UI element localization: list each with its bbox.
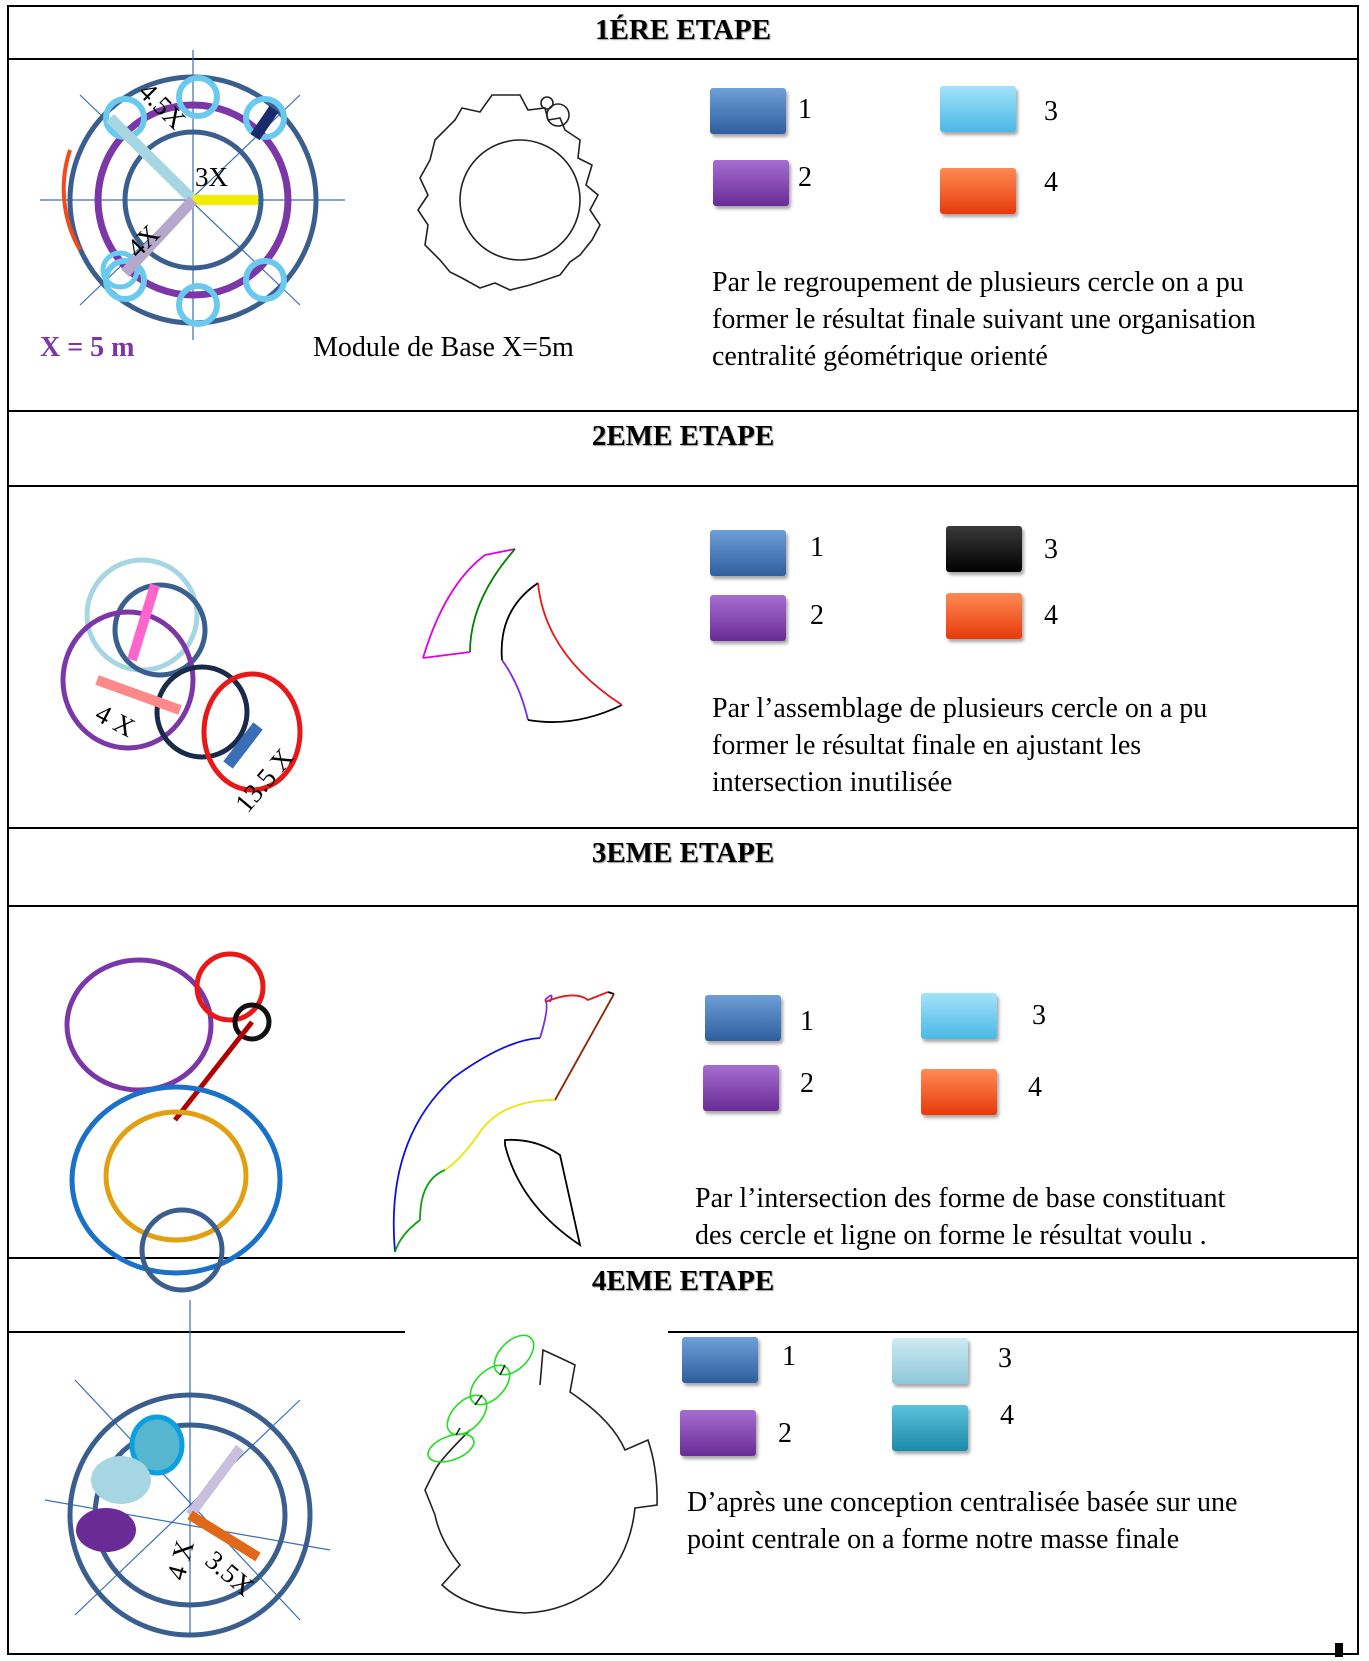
legend-swatch-3 [921,993,997,1039]
legend-num: 3 [1032,1000,1046,1031]
legend-swatch-3 [940,86,1016,132]
description-line: point centrale on a forme notre masse fi… [687,1524,1180,1555]
step-title: 3EME ETAPE [591,837,775,869]
legend-swatch-2 [680,1410,756,1456]
step3-description: Par l’intersection des forme de base con… [695,1180,1335,1254]
legend-num: 4 [1044,600,1058,631]
step4-description: D’après une conception centralisée basée… [687,1484,1337,1558]
description-line: Par l’assemblage de plusieurs cercle on … [712,693,1208,724]
step-title: 1ÉRE ETAPE [595,14,771,46]
legend-num: 1 [782,1341,796,1372]
legend-num: 1 [798,94,812,125]
legend-num: 2 [778,1418,792,1449]
divider [7,485,1359,487]
divider [7,410,1359,412]
step-title: 2EME ETAPE [591,420,775,452]
step-title: 4EME ETAPE [591,1265,775,1297]
legend-swatch-3 [892,1338,968,1384]
legend-swatch-1 [710,530,786,576]
legend-num: 1 [800,1006,814,1037]
divider [7,905,1359,907]
legend-num: 3 [1044,96,1058,127]
description-line: Par le regroupement de plusieurs cercle … [712,267,1244,298]
legend-swatch-2 [710,595,786,641]
legend-swatch-4 [946,593,1022,639]
legend-num: 2 [810,600,824,631]
legend-swatch-4 [921,1069,997,1115]
legend-swatch-2 [703,1065,779,1111]
legend-num: 2 [800,1068,814,1099]
description-line: centralité géométrique orienté [712,341,1048,372]
description-line: des cercle et ligne on forme le résultat… [695,1220,1207,1251]
divider [7,1257,1359,1259]
legend-swatch-1 [705,995,781,1041]
legend-swatch-4 [892,1405,968,1451]
outer-frame [7,5,1359,1655]
legend-swatch-3 [946,526,1022,572]
description-line: Par l’intersection des forme de base con… [695,1183,1226,1214]
step2-description: Par l’assemblage de plusieurs cercle on … [712,690,1352,801]
corner-mark [1335,1643,1343,1657]
scale-label: X = 5 m [40,332,135,363]
module-label: Module de Base X=5m [313,332,574,363]
legend-num: 3 [1044,534,1058,565]
description-line: intersection inutilisée [712,767,953,798]
legend-num: 4 [1000,1400,1014,1431]
label-3x: 3X [195,162,229,192]
divider [7,58,1359,60]
divider [668,1331,1359,1333]
legend-swatch-1 [682,1337,758,1383]
legend-num: 1 [810,532,824,563]
description-line: former le résultat finale en ajustant le… [712,730,1142,761]
divider [7,1331,405,1333]
legend-swatch-1 [710,88,786,134]
divider [7,827,1359,829]
legend-num: 4 [1028,1072,1042,1103]
step1-description: Par le regroupement de plusieurs cercle … [712,264,1352,375]
legend-num: 2 [798,162,812,193]
description-line: former le résultat finale suivant une or… [712,304,1256,335]
legend-swatch-4 [940,168,1016,214]
description-line: D’après une conception centralisée basée… [687,1487,1238,1518]
legend-num: 4 [1044,167,1058,198]
legend-num: 3 [998,1343,1012,1374]
legend-swatch-2 [713,160,789,206]
